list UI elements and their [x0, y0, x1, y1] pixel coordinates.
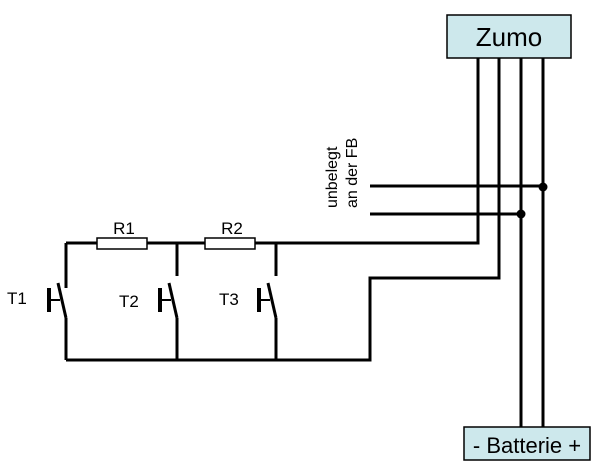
r1-label: R1 — [113, 219, 135, 238]
junction-1 — [538, 182, 548, 192]
t1-label: T1 — [7, 289, 27, 308]
wire-signal-1 — [278, 58, 480, 245]
resistor-r2: R2 — [204, 219, 256, 250]
t2-label: T2 — [119, 292, 139, 311]
unused-note: unbelegt an der FB — [324, 138, 361, 208]
wire-signal-2 — [66, 58, 501, 362]
t2-blade — [167, 282, 179, 319]
t1-blade — [56, 282, 68, 319]
t3-blade — [266, 282, 278, 319]
r2-label: R2 — [221, 219, 243, 238]
zumo-box — [446, 14, 572, 59]
resistor-r1: R1 — [96, 219, 148, 250]
r2-body — [204, 237, 256, 250]
battery-box — [463, 426, 591, 461]
wires — [56, 58, 545, 427]
junction-2 — [516, 209, 526, 219]
t3-label: T3 — [219, 290, 239, 309]
zumo-label: Zumo — [476, 22, 542, 52]
battery-module: - Batterie + — [463, 426, 591, 461]
r1-body — [96, 237, 148, 250]
note-line-2: an der FB — [344, 138, 361, 208]
zumo-module: Zumo — [446, 14, 572, 59]
note-line-1: unbelegt — [324, 146, 341, 208]
battery-label: - Batterie + — [473, 433, 581, 458]
junctions — [516, 182, 548, 219]
